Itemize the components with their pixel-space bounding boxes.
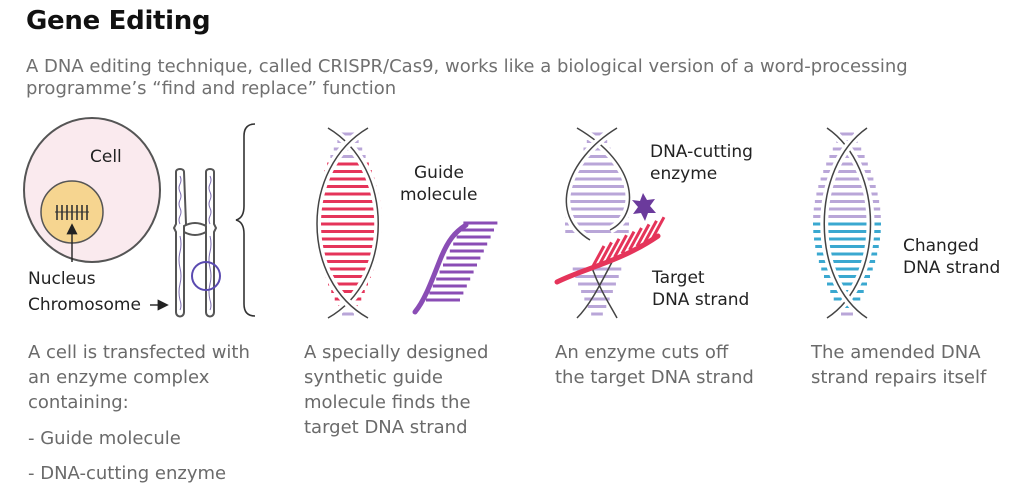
list-item-enzyme: - DNA-cutting enzyme — [28, 463, 227, 484]
page-title: Gene Editing — [26, 6, 211, 36]
enzyme-label-line2: enzyme — [650, 164, 717, 184]
target-base — [635, 223, 651, 248]
target-base — [650, 216, 666, 240]
chromosome-label: Chromosome — [28, 295, 141, 315]
enzyme-star-icon — [632, 193, 656, 221]
chromosomes-in-nucleus — [55, 205, 89, 220]
nucleus-label: Nucleus — [28, 269, 96, 289]
caption-step-1: A cell is transfected with an enzyme com… — [28, 342, 250, 413]
bracket-icon — [235, 123, 256, 317]
caption-step-4: The amended DNA strand repairs itself — [811, 342, 987, 388]
chromosome-highlight-circle — [191, 261, 221, 291]
target-label-line1: Target — [651, 268, 705, 288]
guide-label-line1: Guide — [414, 163, 464, 183]
target-base — [605, 238, 621, 262]
target-label-line2: DNA strand — [652, 290, 749, 310]
target-base — [598, 241, 613, 266]
guide-molecule-icon — [412, 221, 498, 315]
dna-helix-repaired-icon — [813, 124, 881, 322]
panel-4-illustration: Changed DNA strand — [813, 124, 1000, 322]
target-base — [643, 220, 658, 244]
target-base — [628, 227, 643, 251]
panel-3-illustration: DNA-cutting enzyme Target DNA strand — [554, 124, 753, 319]
target-base — [613, 234, 628, 258]
guide-label-line2: molecule — [400, 185, 477, 205]
enzyme-complex-list: - Guide molecule - DNA-cutting enzyme — [28, 426, 226, 496]
gene-editing-diagram: Cell Nucleus Chromosome — [23, 117, 1001, 322]
caption-step-3: An enzyme cuts off the target DNA strand — [555, 342, 754, 388]
dna-helix-cut-icon — [554, 124, 666, 319]
caption-step-2: A specially designed synthetic guide mol… — [304, 342, 489, 438]
changed-label-line1: Changed — [903, 236, 979, 256]
chromosome-icon — [172, 168, 218, 318]
list-item-guide: - Guide molecule — [28, 428, 181, 449]
dna-helix-icon — [313, 124, 383, 322]
target-base — [620, 230, 636, 255]
page-subtitle: A DNA editing technique, called CRISPR/C… — [26, 56, 908, 99]
enzyme-label-line1: DNA-cutting — [650, 142, 753, 162]
changed-label-line2: DNA strand — [903, 258, 1000, 278]
panel-1-illustration: Cell Nucleus Chromosome — [23, 117, 256, 318]
target-base — [590, 245, 606, 269]
cell-label: Cell — [90, 147, 122, 167]
panel-2-illustration: Guide molecule — [313, 124, 498, 322]
